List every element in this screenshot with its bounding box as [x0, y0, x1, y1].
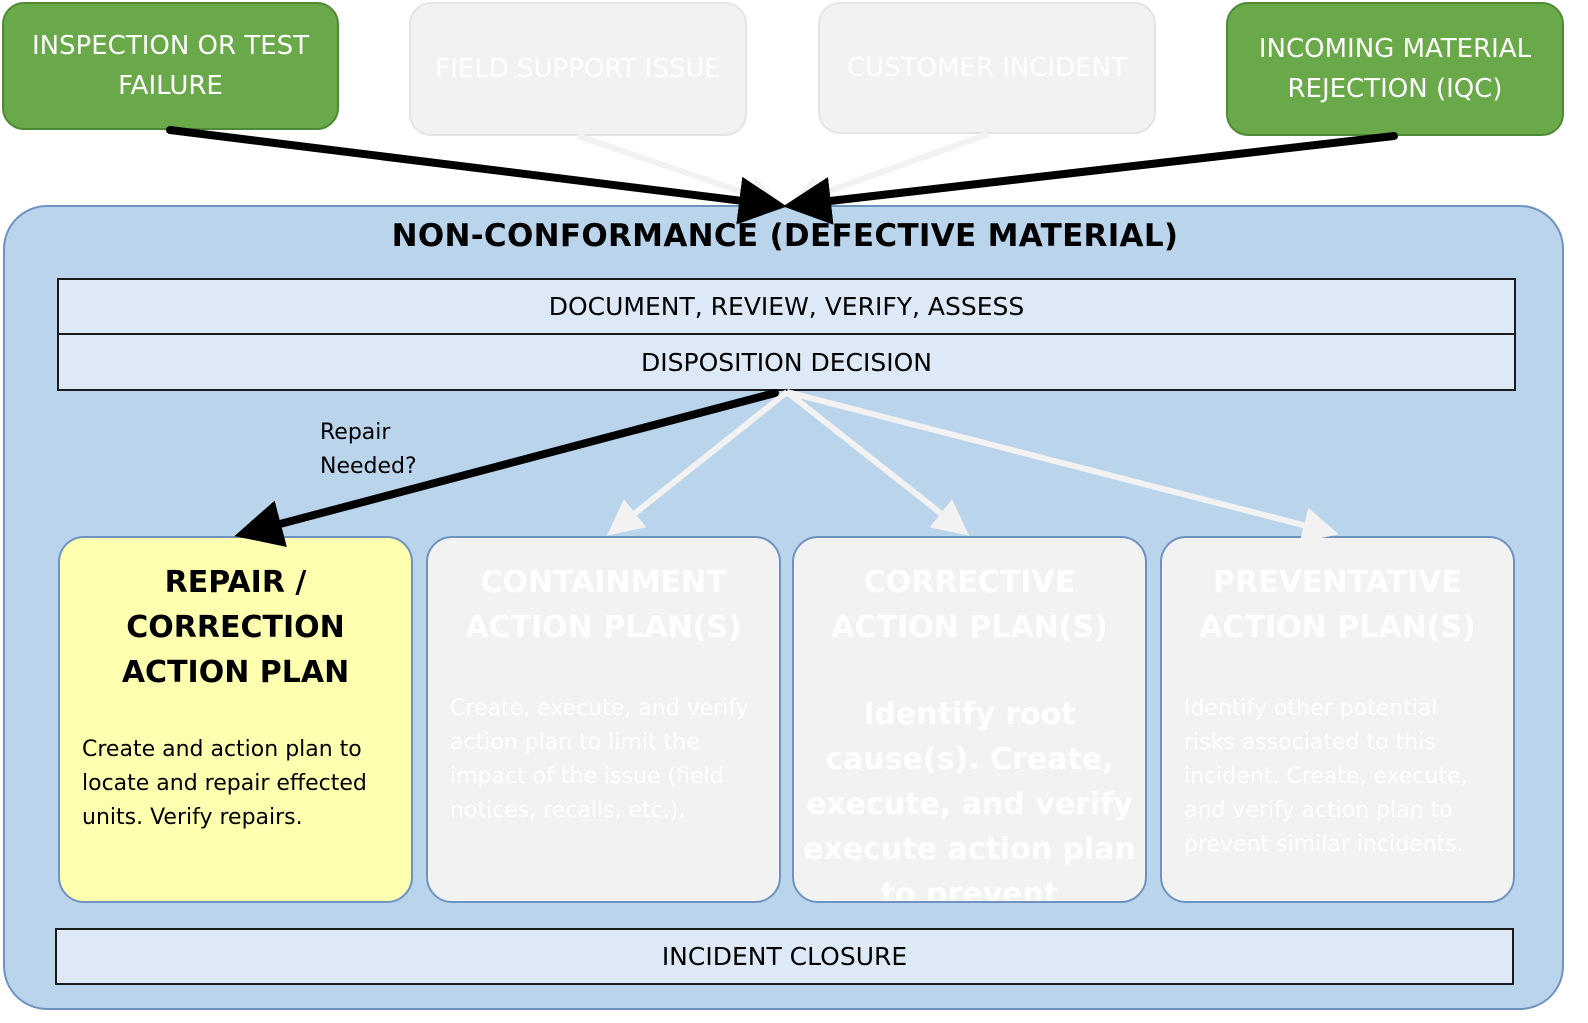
plan-body-line: Create, execute, and verify: [450, 696, 749, 721]
plan-description: Identify other potential risks associate…: [1162, 692, 1513, 862]
repair-needed-line: Repair: [320, 420, 391, 445]
plan-body-line: Identify root: [863, 697, 1076, 732]
plan-title-line: ACTION PLAN(S): [1199, 610, 1476, 645]
plan-title: CONTAINMENT ACTION PLAN(S): [428, 560, 779, 650]
source-label-line: FAILURE: [118, 71, 223, 101]
plan-repair-correction: REPAIR / CORRECTION ACTION PLAN Create a…: [58, 536, 413, 903]
plan-body-line: action plan to limit the: [450, 730, 700, 755]
source-field-support-issue: FIELD SUPPORT ISSUE: [409, 2, 747, 136]
source-inspection-test-failure: INSPECTION OR TEST FAILURE: [2, 2, 339, 130]
arrow-to-preventative: [786, 389, 1339, 543]
source-label-line: INCOMING MATERIAL: [1258, 34, 1532, 64]
plan-body-line: cause(s). Create,: [825, 742, 1114, 777]
plan-title: CORRECTIVE ACTION PLAN(S): [794, 560, 1145, 650]
plan-body-line: execute action plan: [803, 832, 1136, 867]
plan-body-line: to prevent: [880, 877, 1059, 903]
repair-needed-label: Repair Needed?: [320, 416, 460, 484]
plan-title: PREVENTATIVE ACTION PLAN(S): [1162, 560, 1513, 650]
arrow-incoming-material: [783, 132, 1398, 225]
source-label-line: CUSTOMER INCIDENT: [847, 53, 1127, 83]
plan-title-line: REPAIR /: [164, 565, 307, 600]
arrow-to-containment: [606, 389, 789, 536]
plan-body-line: incident. Create, execute,: [1184, 764, 1468, 789]
plan-title-line: ACTION PLAN(S): [465, 610, 742, 645]
plan-corrective: CORRECTIVE ACTION PLAN(S) Identify root …: [792, 536, 1147, 903]
arrow-inspection-failure: [166, 126, 787, 225]
plan-description: Identify root cause(s). Create, execute,…: [794, 692, 1145, 903]
source-label-line: REJECTION (IQC): [1287, 74, 1503, 104]
plan-body-line: Identify other potential: [1184, 696, 1438, 721]
plan-title-line: CONTAINMENT: [480, 565, 727, 600]
plan-body-line: notices, recalls, etc.).: [450, 798, 686, 823]
step-document-review: DOCUMENT, REVIEW, VERIFY, ASSESS: [57, 278, 1516, 335]
plan-title-line: ACTION PLAN: [121, 655, 350, 690]
plan-title-line: ACTION PLAN(S): [831, 610, 1108, 645]
plan-title-line: CORRECTION: [126, 610, 345, 645]
plan-description: Create, execute, and verify action plan …: [428, 692, 779, 828]
plan-body-line: units. Verify repairs.: [82, 805, 303, 830]
step-disposition-decision: DISPOSITION DECISION: [57, 333, 1516, 391]
source-label-line: INSPECTION OR TEST: [31, 31, 310, 61]
plan-title-line: PREVENTATIVE: [1213, 565, 1462, 600]
plan-title: REPAIR / CORRECTION ACTION PLAN: [60, 560, 411, 695]
plan-preventative: PREVENTATIVE ACTION PLAN(S) Identify oth…: [1160, 536, 1515, 903]
plan-body-line: prevent similar incidents.: [1184, 832, 1464, 857]
step-incident-closure: INCIDENT CLOSURE: [55, 928, 1514, 985]
plan-body-line: locate and repair effected: [82, 771, 367, 796]
source-label-line: FIELD SUPPORT ISSUE: [435, 54, 721, 84]
plan-body-line: impact of the issue (field: [450, 764, 724, 789]
arrow-to-corrective: [785, 389, 970, 536]
plan-title-line: CORRECTIVE: [863, 565, 1076, 600]
plan-body-line: risks associated to this: [1184, 730, 1436, 755]
arrow-to-repair: [234, 389, 779, 547]
plan-containment: CONTAINMENT ACTION PLAN(S) Create, execu…: [426, 536, 781, 903]
source-customer-incident: CUSTOMER INCIDENT: [818, 2, 1156, 134]
plan-body-line: Create and action plan to: [82, 737, 362, 762]
plan-body-line: execute, and verify: [806, 787, 1133, 822]
plan-body-line: and verify action plan to: [1184, 798, 1453, 823]
plan-description: Create and action plan to locate and rep…: [60, 733, 411, 835]
repair-needed-line: Needed?: [320, 454, 417, 479]
